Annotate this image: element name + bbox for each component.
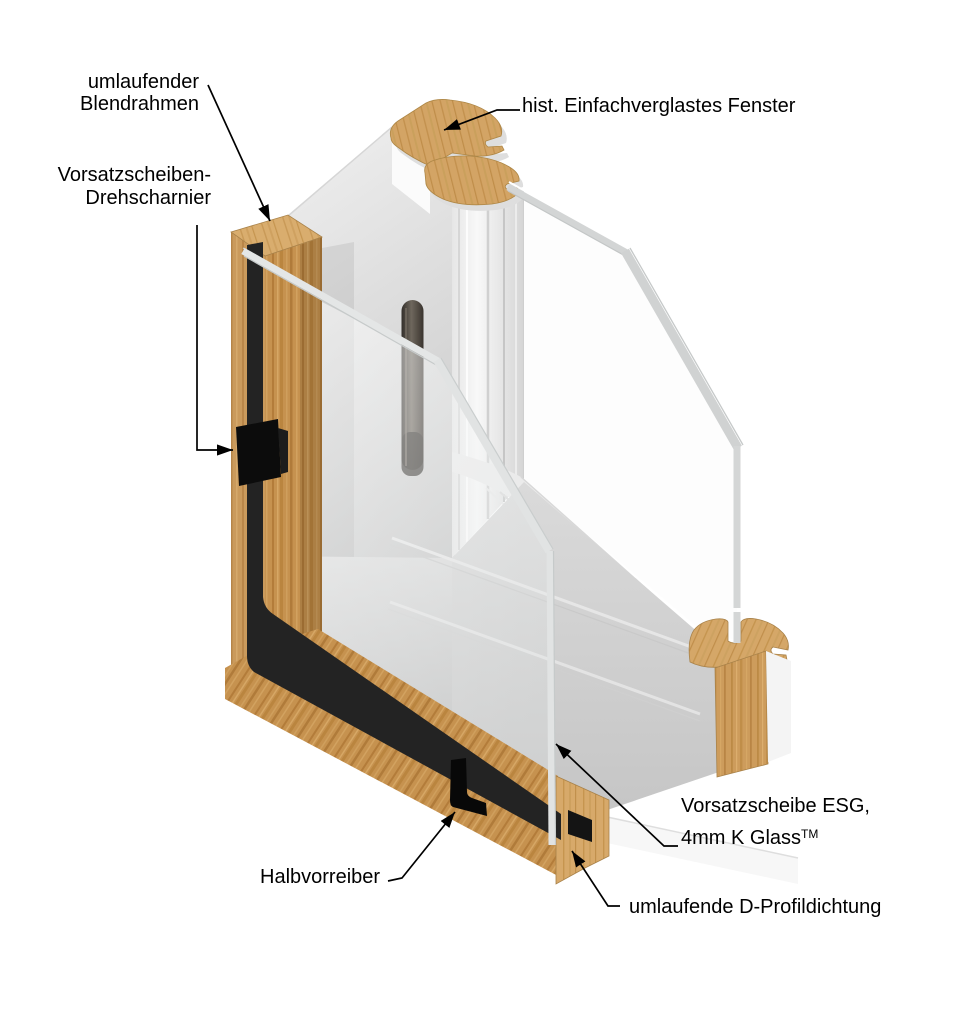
leader-halbvorreiber — [387, 811, 456, 882]
label-hist-fenster: hist. Einfachverglastes Fenster — [522, 95, 796, 117]
historic-bottom-rail-cut — [688, 612, 791, 778]
half-turn-latch — [450, 758, 487, 816]
leader-fenster — [443, 109, 520, 131]
pivot-hinge-block — [236, 419, 288, 486]
label-vorsatzscheibe-line2: 4mm K GlassTM — [681, 820, 870, 852]
leader-drehscharnier — [196, 225, 233, 456]
label-vorsatzscheibe-line1: Vorsatzscheibe ESG, — [681, 795, 870, 817]
historic-glass-pane — [524, 196, 737, 641]
historic-frame-top-cut-faces — [389, 99, 524, 211]
label-dichtung: umlaufende D-Profildichtung — [629, 896, 882, 918]
label-blendrahmen: umlaufender Blendrahmen — [80, 71, 199, 115]
label-blendrahmen-line2: Blendrahmen — [80, 93, 199, 115]
label-drehscharnier-line1: Vorsatzscheiben- — [57, 164, 211, 186]
leader-blendrahmen — [207, 84, 271, 222]
label-halbvorreiber: Halbvorreiber — [260, 866, 381, 888]
leader-lines — [196, 84, 678, 907]
label-drehscharnier-line2: Drehscharnier — [85, 187, 211, 209]
wood-frame — [225, 214, 610, 885]
historic-glass-edges — [506, 181, 744, 608]
gasket-cross-section — [568, 810, 592, 842]
label-blendrahmen-line1: umlaufender — [87, 71, 199, 93]
label-vorsatzscheibe-line2-text: 4mm K Glass — [681, 827, 802, 849]
label-vorsatzscheibe: Vorsatzscheibe ESG, 4mm K GlassTM — [681, 792, 870, 852]
leader-vorsatzscheibe — [555, 743, 678, 847]
leader-dichtung — [571, 850, 620, 907]
d-profile-gasket — [247, 242, 561, 840]
label-vorsatzscheibe-tm: TM — [801, 827, 819, 841]
label-drehscharnier: Vorsatzscheiben- Drehscharnier — [58, 164, 211, 210]
secondary-glazing-edges — [241, 247, 557, 846]
